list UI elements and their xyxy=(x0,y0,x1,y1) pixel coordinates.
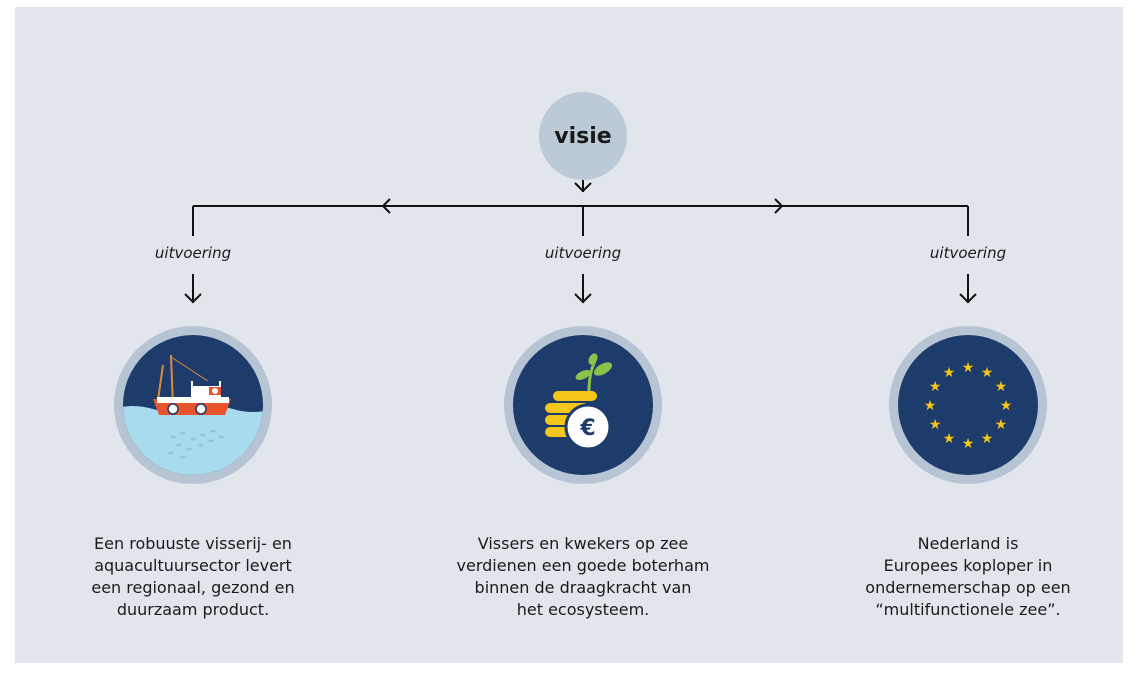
star-icon: ★ xyxy=(943,365,956,381)
svg-text:€: € xyxy=(579,416,595,441)
description-line: Nederland is xyxy=(917,534,1019,553)
left-arrow xyxy=(381,198,391,214)
description-line: verdienen een goede boterham xyxy=(456,556,710,575)
root-label: visie xyxy=(554,123,612,149)
description-line: aquacultuursector levert xyxy=(94,556,292,575)
left-down-arrow xyxy=(184,293,202,304)
description-line: binnen de draagkracht van xyxy=(474,578,692,597)
star-icon: ★ xyxy=(981,431,994,447)
star-icon: ★ xyxy=(995,379,1008,395)
description-line: Vissers en kwekers op zee xyxy=(477,534,689,553)
description-line: een regionaal, gezond en xyxy=(91,578,295,597)
right-down-arrow xyxy=(959,293,977,304)
right-arrow xyxy=(774,198,784,214)
edge-label-left: uitvoering xyxy=(154,244,232,262)
star-icon: ★ xyxy=(924,398,937,414)
euro-coins-plant-icon: € xyxy=(504,326,662,484)
description-left: Een robuuste visserij- en aquacultuursec… xyxy=(63,533,323,621)
star-icon: ★ xyxy=(943,431,956,447)
description-line: het ecosysteem. xyxy=(516,600,650,619)
star-icon: ★ xyxy=(929,379,942,395)
description-line: Een robuuste visserij- en xyxy=(94,534,292,553)
star-icon: ★ xyxy=(995,417,1008,433)
root-node-visie: visie xyxy=(539,92,627,180)
middle-down-arrow xyxy=(574,293,592,304)
description-line: ondernemerschap op een xyxy=(865,578,1071,597)
description-line: “multifunctionele zee”. xyxy=(875,600,1061,619)
edge-label-middle: uitvoering xyxy=(544,244,622,262)
description-line: duurzaam product. xyxy=(116,600,270,619)
star-icon: ★ xyxy=(981,365,994,381)
edge-label-right: uitvoering xyxy=(929,244,1007,262)
star-icon: ★ xyxy=(1000,398,1013,414)
eu-flag-icon: ★★★★★★★★★★★★ xyxy=(889,326,1047,484)
star-icon: ★ xyxy=(962,436,975,452)
fishing-boat-icon xyxy=(114,326,272,484)
star-icon: ★ xyxy=(929,417,942,433)
description-middle: Vissers en kwekers op zee verdienen een … xyxy=(453,533,713,621)
trunk-arrow xyxy=(574,182,592,193)
star-icon: ★ xyxy=(962,360,975,376)
description-right: Nederland is Europees koploper in ondern… xyxy=(838,533,1098,621)
description-line: Europees koploper in xyxy=(883,556,1053,575)
